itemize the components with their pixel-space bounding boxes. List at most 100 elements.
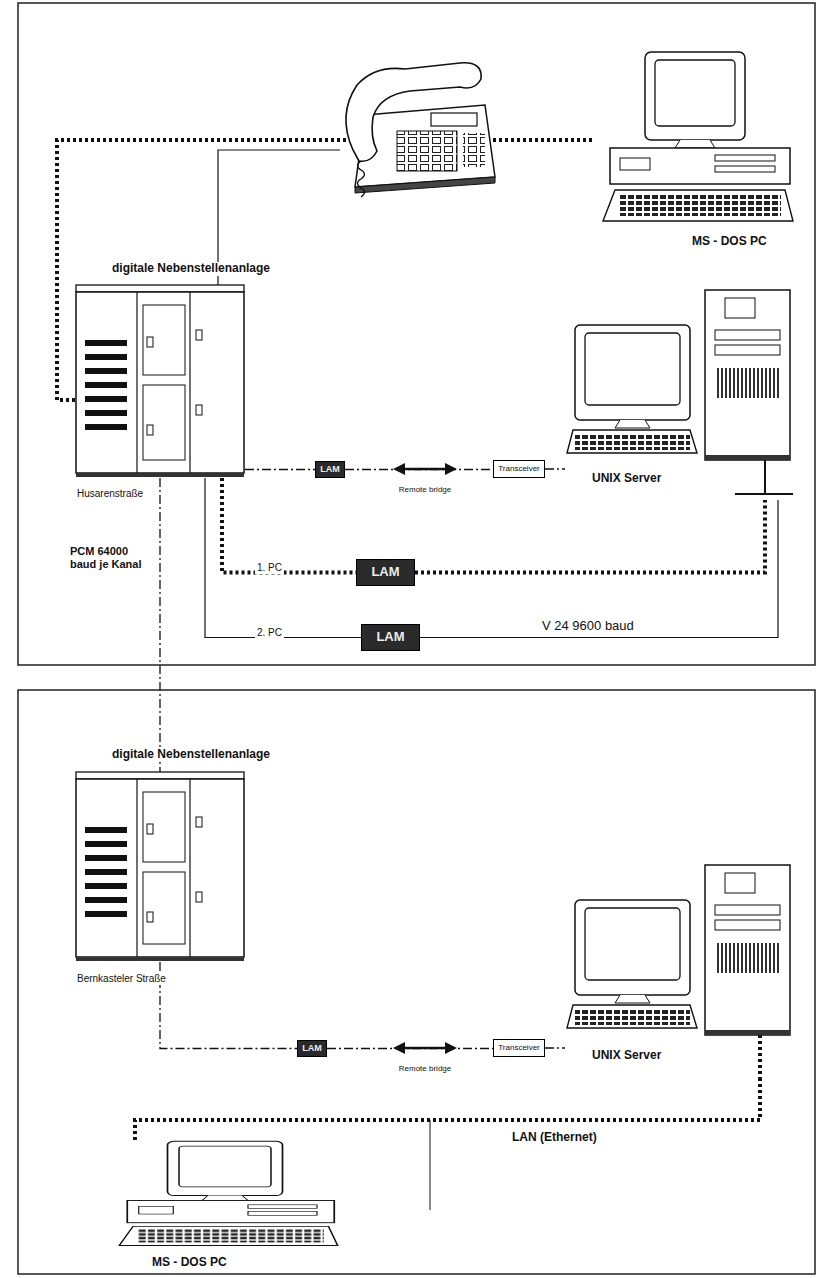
cabinet-door [143, 305, 185, 375]
cabinet-divider [189, 779, 190, 957]
drive-slot [248, 1205, 317, 1209]
cabinet-door [143, 872, 185, 944]
cabinet-top [76, 772, 244, 779]
node-title: digitale Nebenstellenanlage [110, 748, 272, 762]
node-title: digitale Nebenstellenanlage [110, 262, 272, 276]
keyboard [603, 190, 793, 221]
vent-slot [85, 911, 127, 917]
text-holder: UNIX Server [590, 1045, 663, 1063]
monitor-foot [615, 995, 650, 1003]
door-handle [147, 912, 153, 922]
connector-line [205, 478, 361, 638]
monitor [168, 1141, 283, 1195]
vent-slot [85, 396, 127, 402]
connector-label: 1. PC [255, 562, 284, 574]
pc-drawing [603, 52, 793, 221]
drive-bay [715, 345, 780, 355]
vent-slot [85, 424, 127, 430]
box-label: Transceiver [498, 1043, 540, 1052]
server-illustration [565, 290, 795, 500]
cabinet-divider [189, 292, 190, 473]
text-holder: 1. PC [255, 557, 284, 575]
pc-workstation: MS - DOS PC [110, 1140, 340, 1270]
text-holder: digitale Nebenstellenanlage [110, 744, 272, 762]
door-handle [196, 892, 202, 902]
tower-display [725, 873, 755, 893]
server-illustration [565, 865, 795, 1080]
unix-server: UNIX Server [565, 290, 795, 500]
lan-drop [430, 1120, 431, 1210]
pc-drawing [119, 1141, 338, 1245]
door-handle [196, 817, 202, 827]
door-handle [196, 330, 202, 340]
door-handle [147, 337, 153, 347]
tower [705, 290, 790, 460]
text-holder: V 24 9600 baud [540, 616, 636, 634]
keys [138, 1229, 324, 1243]
text-holder: digitale Nebenstellenanlage [110, 258, 272, 276]
cabinet-base [76, 473, 244, 477]
node-title: MS - DOS PC [150, 1256, 229, 1270]
box-label: Transceiver [498, 464, 540, 473]
pbx-illustration [75, 772, 245, 962]
connector-line [345, 469, 493, 470]
lan-tap [758, 1035, 762, 1080]
drive-bay [715, 330, 780, 340]
vent-slot [85, 382, 127, 388]
site-panel [18, 690, 815, 1274]
drive-bay [715, 920, 780, 930]
drive-bay [715, 905, 780, 915]
cabinet-divider [136, 779, 137, 957]
drive-slot [248, 1212, 317, 1216]
pbx-illustration [75, 285, 245, 478]
site-name: Husarenstraße [75, 488, 145, 500]
monitor-foot [675, 140, 715, 148]
vent-slot [85, 897, 127, 903]
monitor [575, 900, 690, 995]
text-holder: Remote bridge [397, 478, 453, 496]
lam-box: LAM [356, 559, 415, 586]
tower-display [725, 298, 755, 318]
connector-label: Remote bridge [397, 485, 453, 494]
bridge-arrow [393, 1042, 457, 1054]
cabinet-divider [136, 292, 137, 473]
vent-slot [85, 340, 127, 346]
text-holder: Remote bridge [397, 1057, 453, 1075]
cabinet-base [76, 957, 244, 961]
vent-slot [85, 869, 127, 875]
pbx-cabinet: digitale NebenstellenanlageHusarenstraße [75, 285, 245, 478]
text-holder: PCM 64000 baud je Kanal [68, 545, 146, 572]
lam-box: LAM [315, 461, 345, 478]
transceiver-box: Transceiver [493, 460, 545, 478]
pc-illustration [110, 1140, 340, 1270]
tower-base [705, 455, 790, 460]
keys [619, 194, 781, 216]
vent-slot [85, 368, 127, 374]
server-stand [735, 493, 793, 495]
vent-slot [85, 841, 127, 847]
lam-box: LAM [361, 624, 420, 651]
node-title: MS - DOS PC [690, 235, 769, 249]
lam-label: LAM [302, 1043, 322, 1053]
cabinet-body [76, 779, 244, 957]
tower-vent [715, 368, 780, 398]
door-handle [147, 425, 153, 435]
vent-slot [85, 354, 127, 360]
keys [575, 434, 690, 450]
vent-slot [85, 855, 127, 861]
site-name: Bernkasteler Straße [75, 973, 168, 985]
text-holder: UNIX Server [590, 468, 663, 486]
lam-label: LAM [376, 630, 404, 645]
keyboard [119, 1226, 338, 1245]
node-title: UNIX Server [590, 472, 663, 486]
connector-line [160, 962, 297, 1049]
telephone [346, 63, 495, 197]
connector-label: 2. PC [255, 627, 284, 639]
text-holder: LAN (Ethernet) [510, 1127, 599, 1145]
door-handle [196, 405, 202, 415]
connector-label: Remote bridge [397, 1064, 453, 1073]
cabinet-body [76, 292, 244, 473]
tower-vent [715, 943, 780, 973]
